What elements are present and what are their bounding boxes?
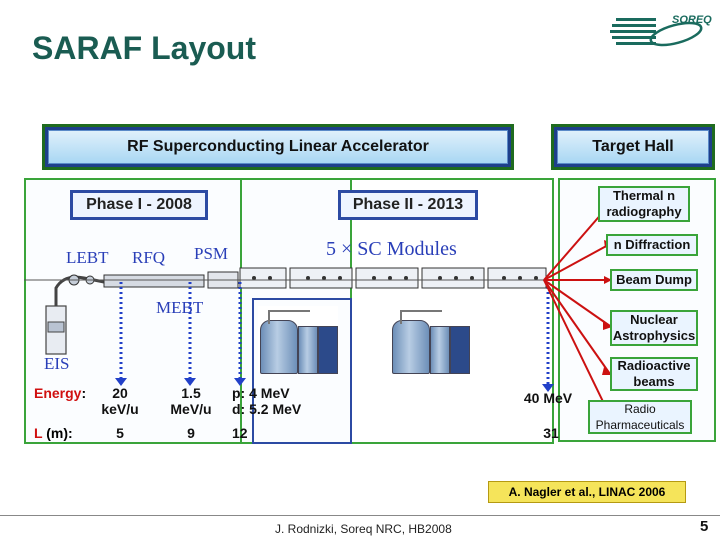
- energy-col2-unit: MeV/u: [170, 401, 212, 417]
- energy-col4: 40 MeV: [523, 390, 573, 406]
- energy-col1-value: 20: [112, 385, 128, 401]
- length-col1: 5: [116, 425, 124, 441]
- lebt-label: LEBT: [66, 248, 109, 267]
- rfq-label: RFQ: [132, 248, 166, 267]
- footer-text: J. Rodnizki, Soreq NRC, HB2008: [275, 522, 452, 536]
- phase2-label: Phase II - 2013: [338, 190, 478, 220]
- length-unit: (m):: [42, 425, 73, 441]
- energy-col2-value: 1.5: [181, 385, 201, 401]
- energy-col3: p: 4 MeV d: 5.2 MeV: [232, 385, 301, 417]
- energy-col2: 1.5 MeV/u: [164, 385, 218, 417]
- linac-header: RF Superconducting Linear Accelerator: [42, 124, 514, 170]
- target-radioactive-beams: Radioactive beams: [610, 357, 698, 391]
- energy-label: Energy: [34, 385, 82, 401]
- reference-box: A. Nagler et al., LINAC 2006: [488, 481, 686, 503]
- target-nuclear-astrophysics: Nuclear Astrophysics: [610, 310, 698, 346]
- cryomodule-photo-2: [390, 306, 470, 374]
- target-hall-header: Target Hall: [551, 124, 715, 170]
- length-col3: 12: [232, 425, 248, 441]
- rfq-body: [103, 274, 205, 288]
- target-beam-dump: Beam Dump: [610, 269, 698, 291]
- psm-label: PSM: [194, 244, 229, 263]
- inner-module-frame: [252, 298, 352, 444]
- target-thermal-n-radiography: Thermal n radiography: [598, 186, 690, 222]
- beamline-drawing: [24, 267, 554, 392]
- cryomodule-photo-1: [258, 306, 338, 374]
- linac-header-label: RF Superconducting Linear Accelerator: [48, 130, 508, 164]
- phase1-label: Phase I - 2008: [70, 190, 208, 220]
- phase2-frame: [240, 178, 554, 444]
- target-radio-pharmaceuticals: Radio Pharmaceuticals: [588, 400, 692, 434]
- logo-text: SOREQ: [672, 14, 712, 26]
- energy-row-label: Energy:: [34, 385, 87, 401]
- footer-divider: [0, 515, 720, 516]
- sc-modules-label: 5 × SC Modules: [326, 238, 457, 260]
- length-row-label: L (m):: [34, 425, 73, 441]
- energy-col1: 20 keV/u: [96, 385, 144, 417]
- target-hall-header-label: Target Hall: [557, 130, 709, 164]
- energy-col3-p: p: 4 MeV: [232, 385, 290, 401]
- length-col2: 9: [187, 425, 195, 441]
- lebt-line: [54, 275, 105, 306]
- page-title: SARAF Layout: [32, 30, 256, 66]
- target-n-diffraction: n Diffraction: [606, 234, 698, 256]
- energy-col1-unit: keV/u: [101, 401, 139, 417]
- soreq-logo: [606, 12, 716, 52]
- energy-col3-d: d: 5.2 MeV: [232, 401, 302, 417]
- sc-modules: [239, 267, 547, 289]
- length-col4: 31: [543, 425, 559, 441]
- length-label: L: [34, 425, 43, 441]
- soreq-logo-icon: [610, 18, 703, 47]
- page-number: 5: [700, 518, 709, 535]
- eis-label: EIS: [44, 354, 70, 373]
